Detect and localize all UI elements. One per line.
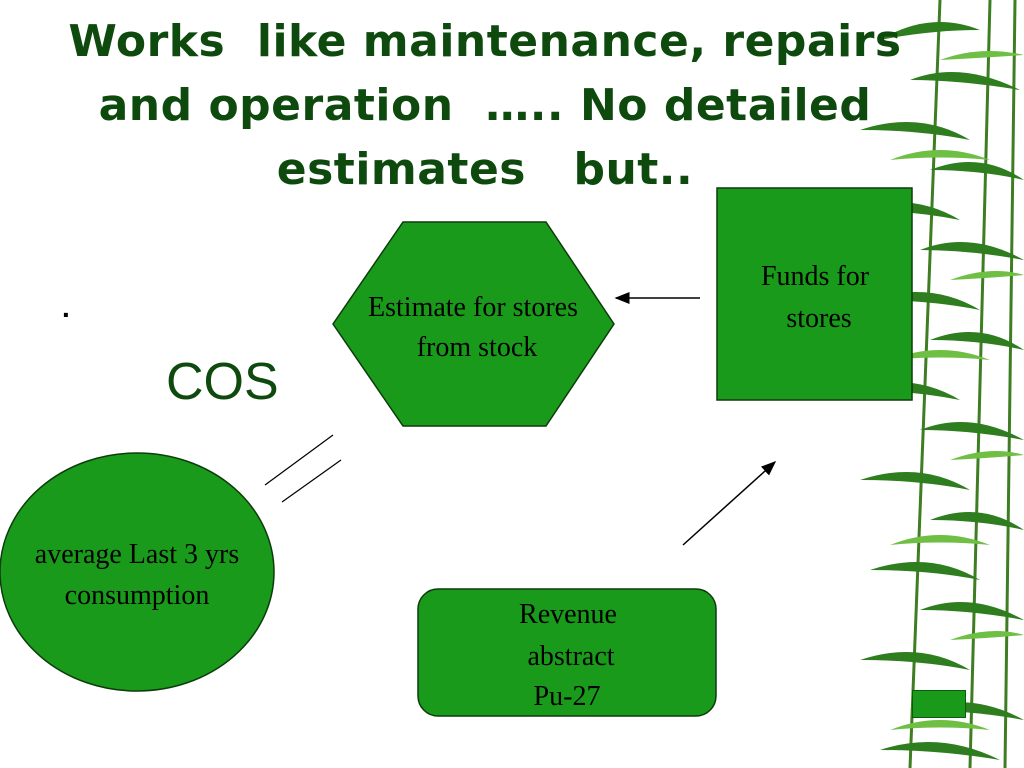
revenue-box — [417, 588, 717, 717]
revenue-label-line-1: Revenue — [519, 599, 617, 630]
bamboo-decoration — [850, 0, 1024, 768]
revenue-label-line-2: abstract — [527, 641, 614, 672]
title-line-1: Works like maintenance, repairs — [68, 16, 902, 67]
arrow-revenue-to-funds — [682, 460, 777, 546]
hexagon-label-line-1: Estimate for stores — [368, 292, 578, 323]
consumption-circle — [0, 452, 275, 692]
page-title: Works like maintenance, repairs and oper… — [10, 10, 960, 202]
corner-green-box — [912, 690, 966, 718]
funds-label-line-2: stores — [786, 303, 851, 334]
circle-label-line-1: average Last 3 yrs — [35, 539, 239, 570]
connector-line-1 — [264, 434, 334, 486]
cos-label: COS — [166, 353, 279, 411]
circle-label-line-2: consumption — [65, 580, 210, 611]
connector-line-2 — [281, 459, 342, 503]
funds-label-line-1: Funds for — [761, 261, 870, 292]
title-line-3: estimates but.. — [276, 144, 694, 195]
funds-box — [716, 187, 913, 401]
estimate-hexagon — [332, 221, 615, 427]
hexagon-label-line-2: from stock — [417, 332, 538, 363]
title-line-2: and operation ….. No detailed — [98, 80, 872, 131]
revenue-label-line-3: Pu-27 — [534, 681, 601, 712]
dot-marker: . — [62, 292, 70, 323]
